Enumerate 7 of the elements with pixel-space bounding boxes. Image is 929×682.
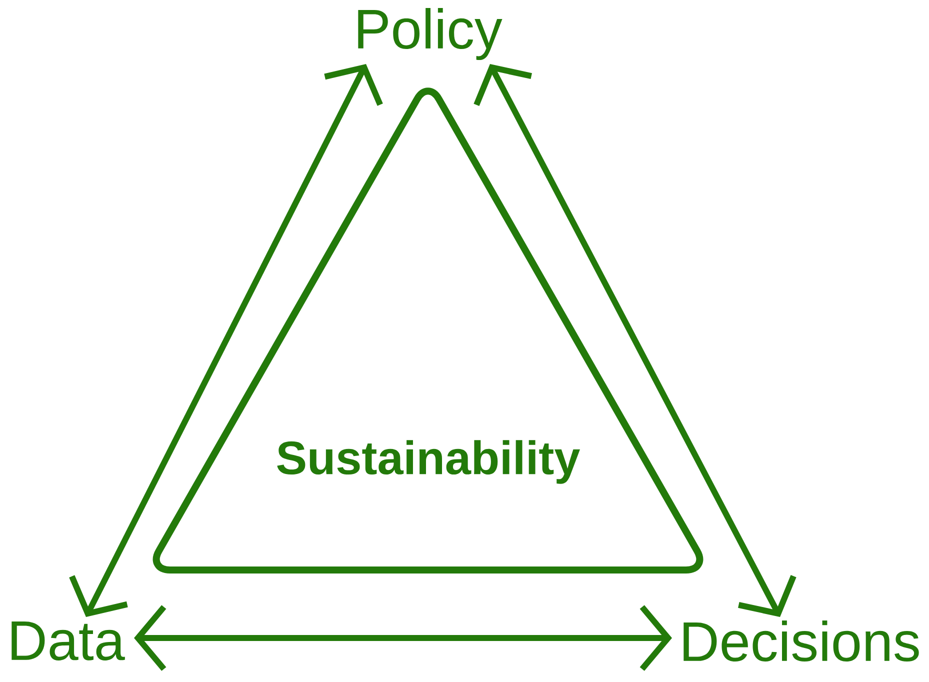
triangle: Sustainability — [152, 88, 704, 574]
node-label: Decisions — [684, 620, 919, 662]
node-label: Data — [12, 622, 125, 660]
double-arrow — [69, 64, 383, 617]
node-label: Policy — [358, 8, 502, 60]
double-arrow — [134, 605, 672, 671]
double-arrow — [474, 64, 796, 617]
